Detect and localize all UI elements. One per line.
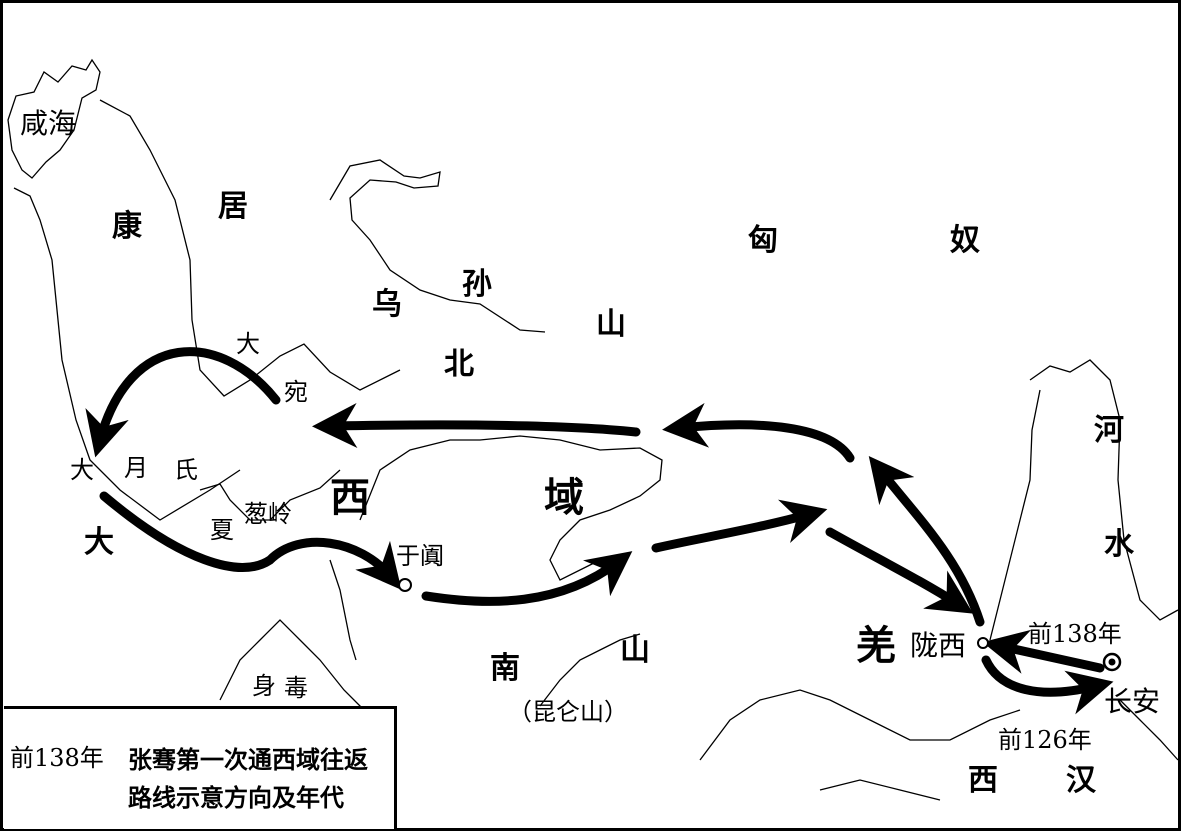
legend-year: 前138年 (10, 744, 104, 772)
label-xiong: 匈 (748, 223, 778, 258)
route-longxi-north (868, 455, 985, 627)
label-weihai: 咸海 (20, 107, 77, 140)
shendu-outline (219, 619, 365, 711)
label-shan-north: 山 (596, 307, 626, 342)
route-south-east-2 (825, 527, 974, 614)
lower-outline (1119, 699, 1179, 761)
route-north-west-1 (662, 402, 855, 463)
label-kunlun: （昆仑山） (508, 698, 628, 726)
label-xihan-han: 汉 (1066, 763, 1096, 798)
label-shan-south: 山 (620, 633, 650, 668)
label-dawan-da: 大 (236, 330, 260, 358)
hexi-outline (1029, 359, 1179, 621)
label-dawan-wan: 宛 (284, 378, 308, 406)
label-changan: 长安 (1104, 685, 1161, 718)
route-daxia-yutian (99, 491, 402, 590)
label-kang: 康 (112, 209, 142, 244)
label-nu: 奴 (950, 223, 980, 258)
yutian-marker (398, 578, 412, 592)
label-shendu-du: 毒 (284, 674, 308, 702)
southeast-outline (699, 689, 1021, 761)
label-yuezhi-shi: 氏 (174, 456, 198, 484)
aral-sea-outline (7, 58, 101, 179)
label-wu: 乌 (372, 287, 402, 322)
legend-line1: 张骞第一次通西域往返 (128, 746, 368, 774)
kunlun-outline (539, 633, 641, 707)
label-yu: 域 (544, 475, 584, 521)
label-qiang: 羌 (856, 623, 896, 669)
label-sun: 孙 (462, 267, 492, 302)
label-yutian: 于阗 (396, 542, 444, 570)
wusun-lake-outline (329, 159, 546, 333)
route-north-west-2 (312, 403, 641, 449)
kangju-outline (99, 99, 401, 397)
changan-marker (1102, 652, 1122, 672)
label-shendu-shen: 身 (252, 672, 276, 700)
label-longxi: 陇西 (910, 629, 967, 662)
label-yuezhi-yue: 月 (124, 454, 148, 482)
label-bei: 北 (444, 347, 474, 382)
label-yuezhi-da: 大 (70, 456, 94, 484)
congling-outline (199, 469, 341, 521)
west-coast-outline (13, 187, 241, 521)
route-arrows (85, 347, 1114, 715)
route-changan-longxi (982, 629, 1105, 674)
label-he: 河 (1094, 413, 1124, 448)
label-xihan-xi: 西 (968, 763, 998, 798)
legend-box (4, 706, 397, 829)
bottom-right-outline (819, 779, 941, 801)
label-shui: 水 (1104, 527, 1134, 562)
route-longxi-changan (981, 655, 1114, 715)
label-date-outbound: 前138年 (1028, 620, 1122, 648)
route-yutian-east (421, 551, 633, 606)
label-date-return: 前126年 (998, 726, 1092, 754)
label-congling: 葱岭 (244, 500, 292, 528)
route-south-east-1 (651, 499, 828, 553)
yellow-river-outline (989, 389, 1041, 641)
terrain-outlines (7, 58, 1179, 801)
legend-line2: 路线示意方向及年代 (128, 784, 344, 812)
label-xi: 西 (330, 475, 370, 521)
label-daxia-xia: 夏 (210, 516, 234, 544)
label-daxia-da: 大 (84, 525, 114, 560)
tarim-basin-outline (359, 435, 663, 581)
route-dawan-yuezhi (85, 347, 281, 458)
pamir-outline (329, 559, 357, 661)
longxi-marker (977, 637, 989, 649)
label-ju: 居 (218, 189, 248, 224)
label-nan: 南 (490, 651, 520, 686)
